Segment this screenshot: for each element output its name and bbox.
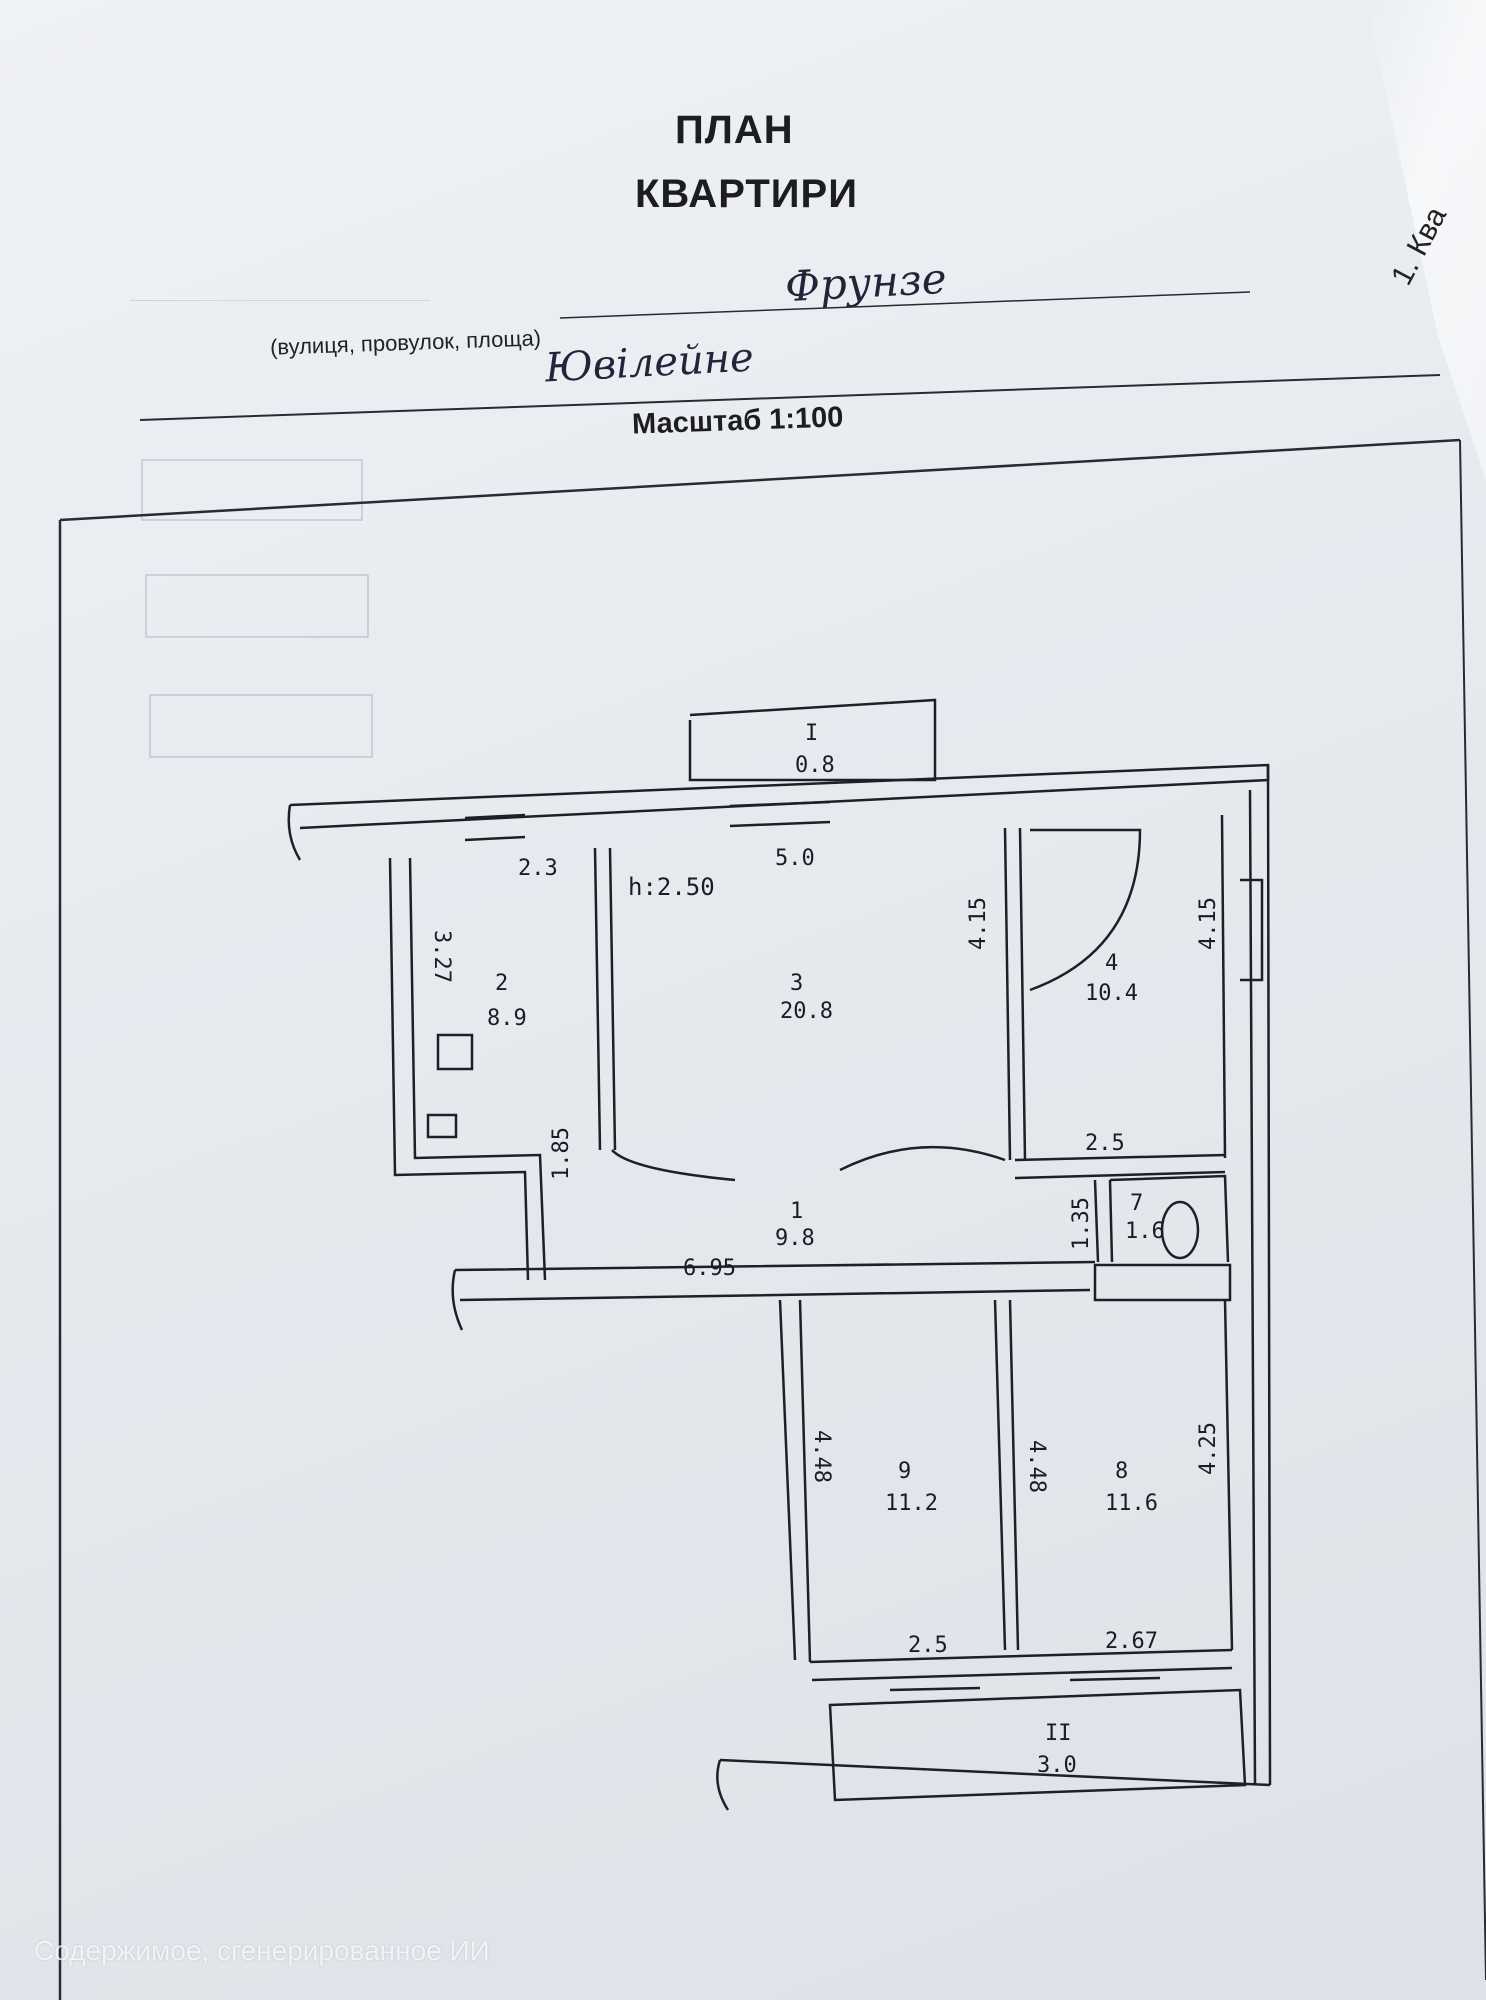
dim-4-15-left: 4.15: [966, 897, 991, 950]
room-9-area: 11.2: [885, 1491, 938, 1516]
balcony-bottom-outline: [828, 1688, 1247, 1802]
dim-4-15-right: 4.15: [1196, 897, 1221, 950]
door-arc-left: [611, 1149, 736, 1182]
plan-title-line1: ПЛАН: [675, 108, 794, 152]
partition-2-3: [593, 847, 617, 1151]
frame-top-line: [59, 438, 1461, 522]
ceiling-height-note: h:2.50: [628, 873, 715, 901]
radiator-unit: [1093, 1263, 1232, 1302]
wall-room9-left: [778, 1299, 812, 1663]
wall-bottom-rooms: [809, 1648, 1233, 1682]
header-rule-line: [139, 374, 1441, 421]
partition-9-8: [993, 1299, 1020, 1651]
dim-2-5-bottom: 2.5: [908, 1633, 948, 1658]
wall-break-left: [287, 804, 302, 861]
outer-wall-right: [1248, 764, 1272, 1786]
corridor-bottom-wall: [454, 1260, 1096, 1302]
room-II-area: 3.0: [1037, 1753, 1077, 1778]
dim-3-27: 3.27: [429, 930, 454, 983]
outer-wall-top: [289, 763, 1270, 830]
room-I-area: 0.8: [795, 753, 835, 778]
street-rule-line: [559, 291, 1251, 319]
window-marks: [464, 800, 1264, 982]
room-3-id: 3: [790, 971, 803, 996]
outer-wall-bottom: [716, 1758, 1271, 1811]
balcony-top-outline: [688, 698, 937, 782]
room-2-id: 2: [495, 971, 508, 996]
room4-right-inner: [1220, 814, 1227, 1159]
wall-room2-left: [388, 857, 547, 1281]
form-bleed-block: [130, 300, 430, 421]
room-7-area: 1.6: [1125, 1219, 1165, 1244]
ai-watermark: Содержимое, сгенерированное ИИ: [34, 1935, 490, 1966]
stove-fixture: [436, 1033, 474, 1071]
dim-4-48-mid: 4.48: [1024, 1440, 1049, 1493]
room-1-id: 1: [790, 1199, 803, 1224]
room-1-area: 9.8: [775, 1226, 815, 1251]
dim-6-95: 6.95: [683, 1256, 736, 1281]
plan-title-line2: КВАРТИРИ: [635, 172, 858, 216]
wall-below-room4: [1014, 1153, 1226, 1180]
room-4-area: 10.4: [1085, 981, 1138, 1006]
partition-3-4: [1003, 827, 1027, 1161]
ghost-box-1: [141, 459, 363, 521]
room-9-id: 9: [898, 1459, 911, 1484]
room-2-area: 8.9: [487, 1006, 527, 1031]
ghost-box-3: [149, 694, 373, 758]
bathroom-walls: [1093, 1174, 1230, 1263]
dim-1-85: 1.85: [549, 1127, 574, 1180]
dim-1-35: 1.35: [1069, 1197, 1094, 1250]
wall-room8-right: [1223, 1299, 1234, 1651]
dim-2-3: 2.3: [518, 856, 558, 881]
room-4-id: 4: [1105, 951, 1118, 976]
door-arc-right: [839, 1145, 1006, 1172]
room-II-id: II: [1045, 1721, 1072, 1746]
toilet-fixture: [1160, 1200, 1200, 1260]
room-I-id: I: [805, 721, 818, 746]
dim-4-48-left: 4.48: [809, 1430, 834, 1483]
dim-5-0: 5.0: [775, 846, 815, 871]
dim-4-25: 4.25: [1196, 1422, 1221, 1475]
frame-right-line: [1459, 439, 1486, 1981]
wall-break-bottom-left: [451, 1269, 464, 1331]
dim-2-5-top: 2.5: [1085, 1131, 1125, 1156]
sink-fixture: [426, 1113, 458, 1139]
window-marks-bottom: [889, 1676, 1161, 1692]
room-8-id: 8: [1115, 1459, 1128, 1484]
door-swing-room4: [1029, 828, 1142, 992]
room-8-area: 11.6: [1105, 1491, 1158, 1516]
dim-2-67: 2.67: [1105, 1629, 1158, 1654]
room-3-area: 20.8: [780, 999, 833, 1024]
room-7-id: 7: [1130, 1191, 1143, 1216]
ghost-box-2: [145, 574, 369, 638]
